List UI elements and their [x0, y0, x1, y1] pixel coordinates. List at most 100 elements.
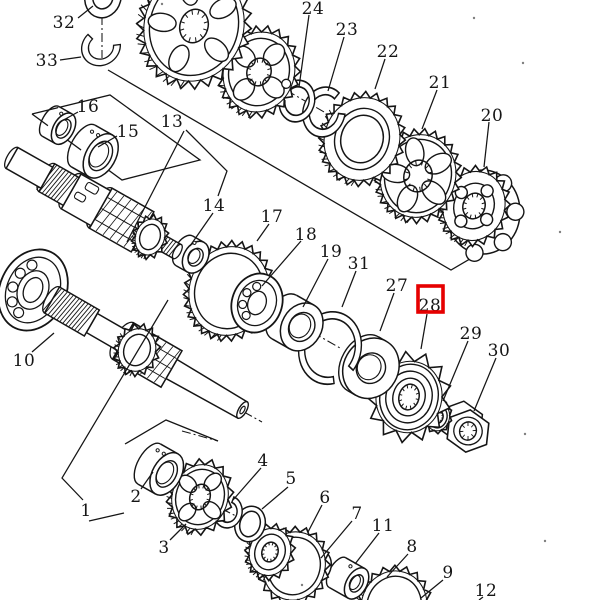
leader-line: [97, 135, 118, 148]
part-number-label: 9: [442, 563, 453, 583]
leader-line: [307, 504, 323, 533]
leader-line: [298, 14, 310, 88]
part-shaft-1-pinion: [112, 322, 162, 379]
leader-line: [386, 553, 409, 578]
callout-21[interactable]: 21: [421, 73, 452, 130]
callout-11[interactable]: 11: [354, 516, 395, 565]
leader-line: [420, 313, 428, 350]
speck-layer: [160, 2, 562, 587]
callout-7[interactable]: 7: [320, 504, 363, 559]
center-line: [243, 411, 263, 423]
leader-line: [189, 212, 214, 247]
part-shaft-13-pinion: [130, 213, 170, 261]
callout-32[interactable]: 32: [53, 5, 94, 33]
callout-27[interactable]: 27: [379, 276, 409, 332]
leader-line: [341, 270, 357, 308]
callout-4[interactable]: 4: [232, 451, 269, 501]
leader-line: [420, 579, 444, 599]
part-number-label: 15: [117, 122, 140, 142]
leader-line: [185, 129, 228, 197]
callout-13[interactable]: 13: [126, 112, 228, 243]
scan-speck: [160, 2, 164, 6]
scan-speck: [523, 432, 527, 436]
leader-line: [379, 292, 395, 332]
part-number-label: 30: [488, 341, 511, 361]
callout-2[interactable]: 2: [130, 471, 154, 507]
parts-layer: [0, 0, 525, 600]
callout-12[interactable]: 12: [475, 581, 498, 600]
callout-9[interactable]: 9: [420, 563, 454, 599]
part-number-label: 4: [257, 451, 268, 471]
leader-line: [320, 520, 353, 559]
part-number-label: 33: [36, 51, 59, 71]
part-number-label: 12: [475, 581, 498, 600]
callout-3[interactable]: 3: [158, 523, 187, 558]
callout-29[interactable]: 29: [442, 324, 483, 402]
callout-19[interactable]: 19: [302, 242, 342, 308]
part-number-label: 2: [130, 487, 141, 507]
highlight-box-part-28: [416, 284, 445, 314]
part-number-label: 29: [460, 324, 483, 344]
callout-22[interactable]: 22: [374, 42, 399, 90]
leader-line: [256, 223, 270, 242]
callout-6[interactable]: 6: [307, 488, 331, 533]
part-spacer-19: [265, 293, 324, 352]
leader-line: [421, 89, 438, 130]
callout-10[interactable]: 10: [13, 332, 55, 371]
part-bushing-14: [171, 234, 210, 274]
callout-17[interactable]: 17: [256, 207, 283, 242]
part-number-label: 18: [295, 225, 318, 245]
callout-30[interactable]: 30: [473, 341, 511, 412]
callout-16[interactable]: 16: [59, 97, 100, 123]
part-half-circlip-33: [80, 33, 122, 67]
scan-speck: [521, 61, 525, 65]
part-number-label: 10: [13, 351, 36, 371]
part-number-label: 27: [386, 276, 409, 296]
leader-line: [126, 130, 185, 243]
leader-line: [374, 58, 386, 90]
callout-33[interactable]: 33: [36, 51, 82, 71]
callout-14[interactable]: 14: [189, 196, 225, 247]
part-number-label: 23: [336, 20, 359, 40]
leader-line: [59, 56, 82, 61]
callout-8[interactable]: 8: [386, 537, 418, 578]
part-number-label: 5: [285, 469, 296, 489]
callout-18[interactable]: 18: [261, 225, 318, 287]
callout-20[interactable]: 20: [481, 106, 504, 168]
center-line: [181, 430, 219, 442]
callout-24[interactable]: 24: [298, 0, 324, 88]
part-number-label: 13: [161, 112, 184, 132]
leader-line: [88, 512, 125, 522]
leader-line: [261, 486, 289, 510]
leader-line: [61, 299, 169, 501]
part-number-label: 11: [372, 516, 395, 536]
scan-speck: [558, 230, 562, 234]
scan-speck: [543, 539, 547, 543]
part-bearing-18: [230, 272, 284, 334]
leader-line: [327, 36, 345, 92]
part-number-label: 1: [80, 501, 91, 521]
callout-5[interactable]: 5: [261, 469, 297, 510]
leader-line: [232, 467, 262, 501]
part-bushing-16: [38, 105, 77, 146]
part-number-label: 31: [348, 254, 371, 274]
callout-23[interactable]: 23: [327, 20, 359, 92]
leader-line: [473, 357, 497, 412]
leader-line: [261, 240, 302, 287]
leader-line: [169, 523, 187, 541]
scan-speck: [300, 583, 304, 587]
part-number-label: 21: [429, 73, 452, 93]
part-bushing-2: [133, 442, 185, 496]
callout-15[interactable]: 15: [97, 122, 140, 148]
part-number-label: 6: [319, 488, 330, 508]
part-bushing-15: [66, 123, 119, 179]
leader-line: [31, 332, 55, 353]
part-number-label: 16: [77, 97, 100, 117]
part-number-label: 7: [351, 504, 362, 524]
part-number-label: 8: [406, 537, 417, 557]
callout-31[interactable]: 31: [341, 254, 371, 308]
callout-1[interactable]: 1: [61, 299, 169, 522]
part-dog-clutch-gear-top: [216, 24, 302, 120]
leader-line: [302, 258, 329, 308]
